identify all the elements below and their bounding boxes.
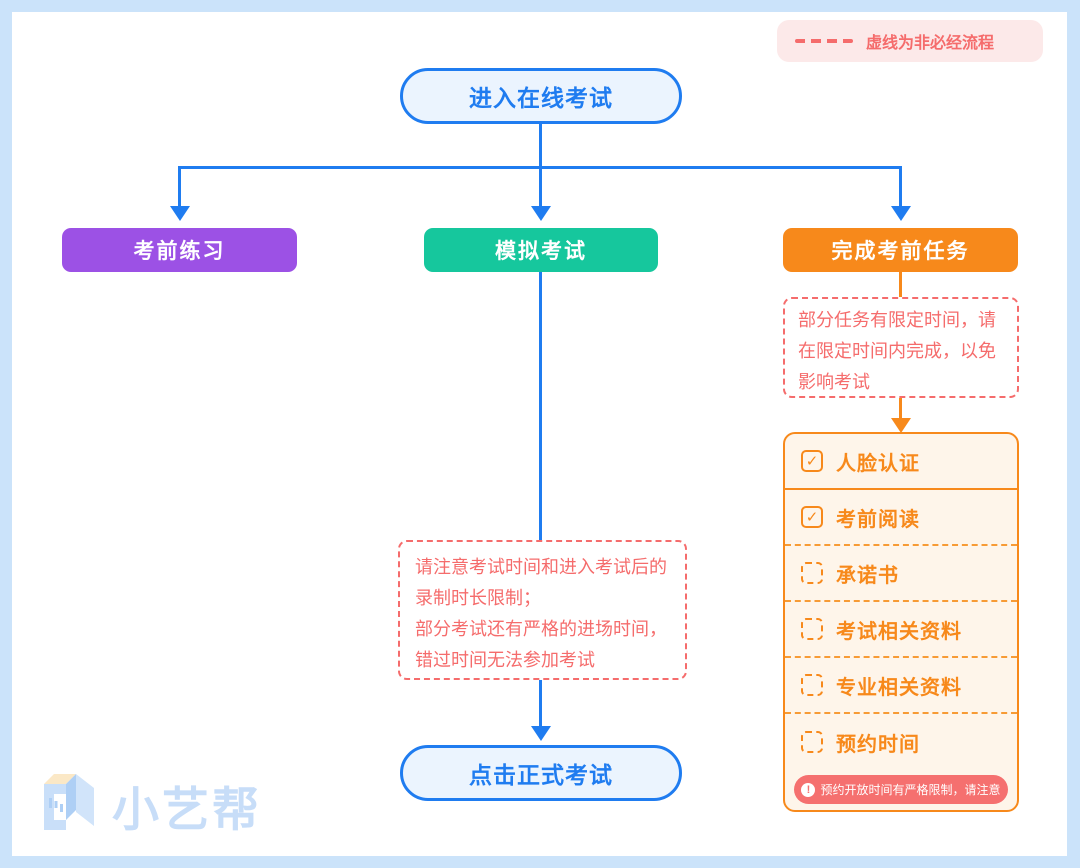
task-label: 人脸认证 — [836, 452, 920, 475]
task-row: ✓ 考前阅读 — [785, 490, 1017, 546]
task-row: ✓ 人脸认证 — [785, 434, 1017, 490]
task-label: 预约时间 — [836, 733, 920, 756]
connector-start-stem — [539, 124, 542, 168]
node-pre-exam-tasks: 完成考前任务 — [783, 228, 1018, 272]
connector-tasks-stem — [899, 272, 902, 298]
dashed-line-icon — [795, 39, 853, 43]
connector-mock-stem — [539, 272, 542, 540]
connector-mid-stem — [539, 166, 542, 207]
task-label: 专业相关资料 — [836, 676, 962, 699]
connector-note-stem — [899, 398, 902, 421]
arrowhead-left — [170, 206, 190, 221]
arrowhead-end — [531, 726, 551, 741]
legend: 虚线为非必经流程 — [777, 20, 1043, 62]
task-time-note: 部分任务有限定时间，请 在限定时间内完成，以免 影响考试 — [783, 297, 1019, 398]
task-row: 预约时间 — [785, 714, 1017, 770]
connector-right-stem — [899, 166, 902, 207]
task-row: 承诺书 — [785, 546, 1017, 602]
legend-label: 虚线为非必经流程 — [866, 35, 995, 52]
task-row: 专业相关资料 — [785, 658, 1017, 714]
end-node: 点击正式考试 — [400, 745, 682, 801]
arrowhead-tasklist — [891, 418, 911, 433]
xiaoyibang-logo-icon — [44, 774, 94, 830]
warning-icon: ! — [801, 782, 816, 797]
checkbox-checked-icon: ✓ — [801, 450, 823, 472]
task-label: 考试相关资料 — [836, 620, 962, 643]
start-node: 进入在线考试 — [400, 68, 682, 124]
connector-end-stem — [539, 680, 542, 728]
task-label: 考前阅读 — [836, 508, 920, 531]
node-pre-exam-practice: 考前练习 — [62, 228, 297, 272]
checkbox-checked-icon: ✓ — [801, 506, 823, 528]
brand-watermark: 小艺帮 — [36, 768, 262, 842]
task-row: 考试相关资料 — [785, 602, 1017, 658]
appointment-warning-badge: ! 预约开放时间有严格限制，请注意 — [794, 775, 1008, 804]
task-label: 承诺书 — [836, 564, 899, 587]
node-mock-exam: 模拟考试 — [424, 228, 658, 272]
arrowhead-right — [891, 206, 911, 221]
brand-name: 小艺帮 — [112, 782, 262, 836]
checkbox-unchecked-icon — [801, 618, 823, 640]
checkbox-unchecked-icon — [801, 731, 823, 753]
badge-label: 预约开放时间有严格限制，请注意 — [820, 783, 1001, 797]
task-checklist: ✓ 人脸认证 ✓ 考前阅读 承诺书 考试相关资料 专业相关资料 预约时间 ! 预… — [783, 432, 1019, 812]
exam-time-note: 请注意考试时间和进入考试后的 录制时长限制； 部分考试还有严格的进场时间， 错过… — [398, 540, 687, 680]
connector-left-stem — [178, 166, 181, 207]
arrowhead-mid — [531, 206, 551, 221]
checkbox-unchecked-icon — [801, 674, 823, 696]
checkbox-unchecked-icon — [801, 562, 823, 584]
